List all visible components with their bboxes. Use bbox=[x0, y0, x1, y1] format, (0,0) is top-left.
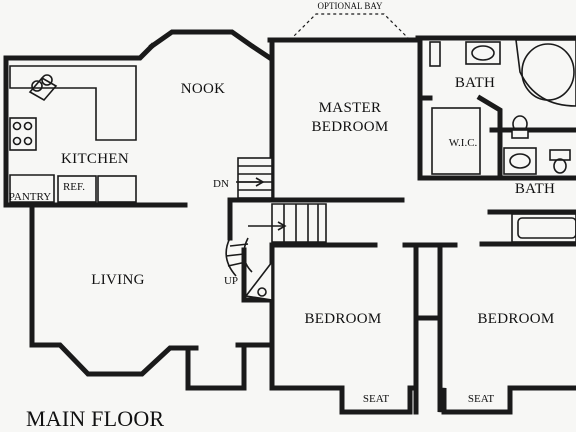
ref-label: REF. bbox=[63, 181, 85, 193]
master-bedroom-label-line2: BEDROOM bbox=[311, 119, 388, 135]
seat-left-label: SEAT bbox=[363, 393, 390, 405]
walls bbox=[3, 29, 576, 415]
plan-title: MAIN FLOOR bbox=[26, 406, 164, 431]
stair-up-label: UP bbox=[224, 275, 238, 287]
bath-lower-label: BATH bbox=[515, 181, 555, 197]
bath-upper-label: BATH bbox=[455, 75, 495, 91]
stair-down-label: DN bbox=[213, 178, 229, 190]
optional-bay-label: OPTIONAL BAY bbox=[317, 1, 383, 11]
kitchen-fixtures bbox=[9, 65, 137, 203]
living-label: LIVING bbox=[91, 272, 144, 288]
stairs-down bbox=[236, 157, 273, 199]
nook-label: NOOK bbox=[181, 81, 226, 97]
master-bedroom-label-line1: MASTER bbox=[319, 100, 382, 116]
seat-right-label: SEAT bbox=[468, 393, 495, 405]
pantry-label: PANTRY bbox=[9, 191, 51, 203]
optional-bay-outline bbox=[289, 13, 411, 41]
bath-fixtures bbox=[429, 39, 576, 243]
bedroom-right-label: BEDROOM bbox=[477, 311, 554, 327]
wic-label: W.I.C. bbox=[449, 137, 478, 149]
stairs-up bbox=[225, 203, 327, 301]
bedroom-left-label: BEDROOM bbox=[304, 311, 381, 327]
kitchen-label: KITCHEN bbox=[61, 151, 129, 167]
